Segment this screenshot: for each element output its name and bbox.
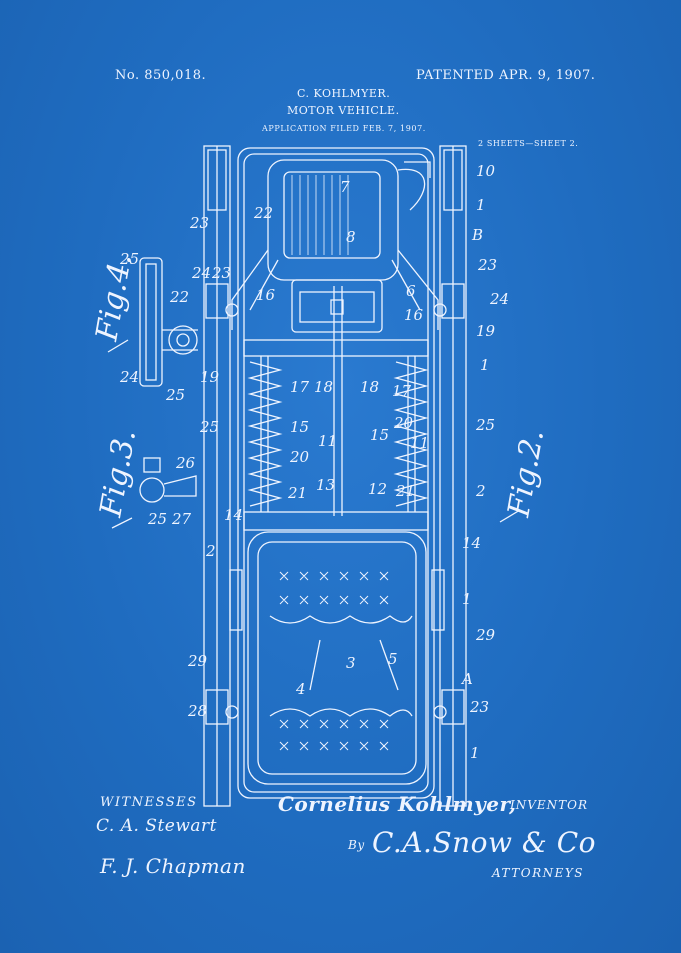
ref-24-left: 24 — [191, 264, 211, 282]
ref-25-left: 25 — [199, 418, 219, 436]
ref-14-left: 14 — [224, 506, 243, 524]
ref-21-right: 21 — [395, 482, 415, 500]
ref-22-top: 22 — [253, 204, 273, 222]
ref-18-left: 18 — [314, 378, 333, 396]
ref-29-left: 29 — [187, 652, 208, 670]
ref-25-fig4b: 25 — [165, 386, 185, 404]
ref-25-fig4: 25 — [119, 250, 139, 268]
ref-25-right: 25 — [475, 416, 495, 434]
witness-signature-1: C. A. Stewart — [96, 816, 217, 836]
ref-16-right: 16 — [404, 306, 424, 324]
application-filed: APPLICATION FILED FEB. 7, 1907. — [262, 124, 426, 133]
sheet-count: 2 SHEETS—SHEET 2. — [478, 139, 579, 148]
ref-10: 10 — [476, 162, 496, 180]
fig3-label: Fig.3. — [93, 427, 143, 521]
ref-25-fig3: 25 — [147, 510, 167, 528]
ref-23-lower: 23 — [469, 698, 489, 716]
ref-14-right: 14 — [462, 534, 481, 552]
ref-1-right: 1 — [480, 356, 490, 374]
ref-13: 13 — [316, 476, 335, 494]
ref-20-left: 20 — [289, 448, 310, 466]
ref-1-top: 1 — [476, 196, 486, 214]
ref-2-right: 2 — [475, 482, 486, 500]
ref-19-left: 19 — [200, 368, 220, 386]
witnesses-label: WITNESSES — [100, 795, 198, 810]
patent-title: MOTOR VEHICLE. — [287, 104, 400, 117]
ref-6: 6 — [406, 282, 416, 300]
ref-27-fig3: 27 — [171, 510, 192, 528]
ref-8: 8 — [346, 228, 356, 246]
witness-signature-2: F. J. Chapman — [100, 854, 246, 878]
inventor-label: INVENTOR — [510, 798, 589, 812]
ref-12: 12 — [368, 480, 387, 498]
ref-16-left: 16 — [256, 286, 276, 304]
patent-number: No. 850,018. — [115, 68, 207, 83]
ref-1-bottom: 1 — [470, 744, 480, 762]
ref-11-left: 11 — [318, 432, 337, 450]
ref-2-left: 2 — [205, 542, 216, 560]
inventor-name-header: C. KOHLMYER. — [297, 87, 391, 100]
ref-17-right: 17 — [392, 382, 412, 400]
ref-20-right: 20 — [393, 414, 414, 432]
ref-5: 5 — [388, 650, 398, 668]
ref-19-right: 19 — [476, 322, 496, 340]
ref-7: 7 — [340, 178, 350, 196]
ref-24-fig4: 24 — [119, 368, 139, 386]
ref-17-left: 17 — [290, 378, 310, 396]
ref-28-left: 28 — [187, 702, 207, 720]
ref-23-left-mid: 23 — [211, 264, 231, 282]
ref-24-right: 24 — [489, 290, 509, 308]
ref-21-left: 21 — [287, 484, 307, 502]
ref-23-left: 23 — [189, 214, 209, 232]
attorneys-label: ATTORNEYS — [492, 866, 585, 880]
ref-23-right: 23 — [477, 256, 497, 274]
ref-22-fig4: 22 — [169, 288, 189, 306]
ref-15-left: 15 — [290, 418, 309, 436]
by-label: By — [348, 838, 365, 852]
ref-18-right: 18 — [360, 378, 379, 396]
ref-a: A — [460, 670, 473, 688]
ref-29-right: 29 — [475, 626, 496, 644]
ref-11-right: 11 — [410, 434, 429, 452]
ref-15-right: 15 — [370, 426, 389, 444]
ref-4: 4 — [295, 680, 306, 698]
fig2-label: Fig.2. — [501, 427, 551, 521]
ref-b: B — [471, 226, 483, 244]
patented-date: PATENTED APR. 9, 1907. — [416, 68, 596, 83]
ref-26-fig3: 26 — [175, 454, 196, 472]
ref-3: 3 — [346, 654, 356, 672]
inventor-signature: Cornelius Kohlmyer, — [278, 792, 517, 816]
attorney-signature: C.A.Snow & Co — [372, 826, 596, 859]
ref-1-mid: 1 — [462, 590, 472, 608]
